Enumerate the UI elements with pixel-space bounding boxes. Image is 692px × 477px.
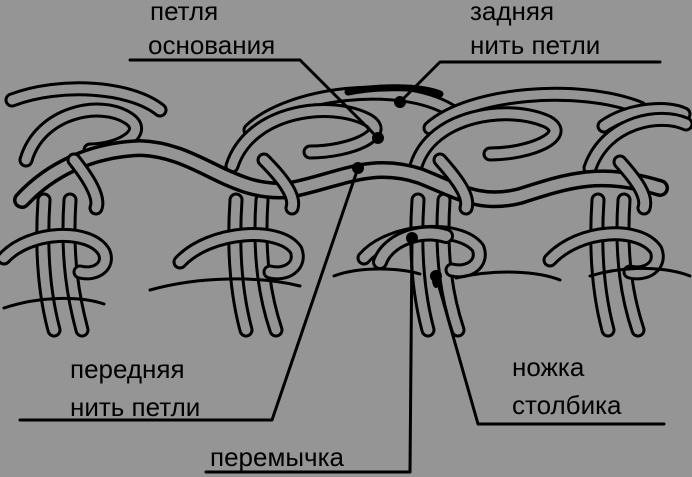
label-base-loop-line2: основания xyxy=(148,30,276,60)
label-base-loop-line1: петля xyxy=(150,0,219,26)
post-leg-2 xyxy=(227,192,284,338)
front-thread xyxy=(13,139,669,216)
post-leg-3 xyxy=(409,192,466,338)
label-post-leg-line2: столбика xyxy=(512,390,622,420)
base-loops xyxy=(18,102,692,176)
ground-lines xyxy=(2,266,692,310)
label-back-thread-line2: нить петли xyxy=(470,30,601,60)
post-leg-1 xyxy=(35,192,90,338)
leader-bridge xyxy=(204,236,414,474)
label-back-thread-line1: задняя xyxy=(470,0,555,26)
leader-back-thread xyxy=(398,60,662,104)
leader-front-thread xyxy=(18,166,360,422)
label-front-thread-line1: передняя xyxy=(70,354,185,384)
label-front-thread-line2: нить петли xyxy=(70,392,201,422)
leader-post-leg xyxy=(434,274,666,426)
label-bridge: перемычка xyxy=(210,442,344,472)
leader-lines xyxy=(18,58,666,474)
leader-base-loop xyxy=(128,58,380,140)
post-legs xyxy=(35,192,646,338)
label-post-leg-line1: ножка xyxy=(512,352,585,382)
